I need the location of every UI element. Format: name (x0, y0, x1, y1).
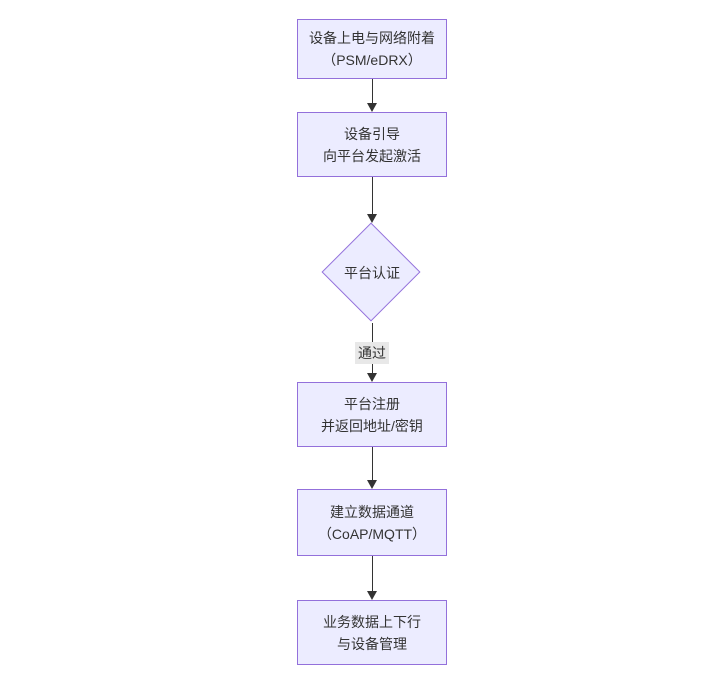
node-platform-auth: 平台认证 (321, 222, 422, 323)
node-data-channel: 建立数据通道 （CoAP/MQTT） (297, 489, 447, 556)
node-data-channel-line2: （CoAP/MQTT） (317, 525, 427, 542)
node-business-data: 业务数据上下行 与设备管理 (297, 600, 447, 665)
node-business-data-line2: 与设备管理 (337, 635, 407, 652)
arrow-down-icon (342, 447, 402, 489)
node-bootstrap-line2: 向平台发起激活 (323, 147, 421, 164)
arrow-down-icon (342, 79, 402, 112)
node-data-channel-line1: 建立数据通道 (330, 503, 414, 520)
node-bootstrap-line1: 设备引导 (344, 125, 400, 142)
node-power-attach-line2: （PSM/eDRX） (322, 52, 422, 68)
flowchart-column: 设备上电与网络附着 （PSM/eDRX） 设备引导 向平台发起激活 平台认证 通… (292, 19, 452, 665)
node-bootstrap: 设备引导 向平台发起激活 (297, 112, 447, 177)
arrow-down-icon (342, 177, 402, 223)
node-platform-register: 平台注册 并返回地址/密钥 (297, 382, 447, 447)
arrow-down-icon (342, 556, 402, 600)
node-platform-auth-label: 平台认证 (344, 265, 400, 281)
arrow-down-labeled-icon: 通过 (342, 323, 402, 382)
node-platform-register-line2: 并返回地址/密钥 (321, 417, 423, 434)
node-platform-register-line1: 平台注册 (344, 395, 400, 412)
node-power-attach: 设备上电与网络附着 （PSM/eDRX） (297, 19, 447, 79)
node-business-data-line1: 业务数据上下行 (323, 613, 421, 630)
node-power-attach-line1: 设备上电与网络附着 (309, 30, 435, 46)
edge-label-pass: 通过 (355, 341, 389, 364)
